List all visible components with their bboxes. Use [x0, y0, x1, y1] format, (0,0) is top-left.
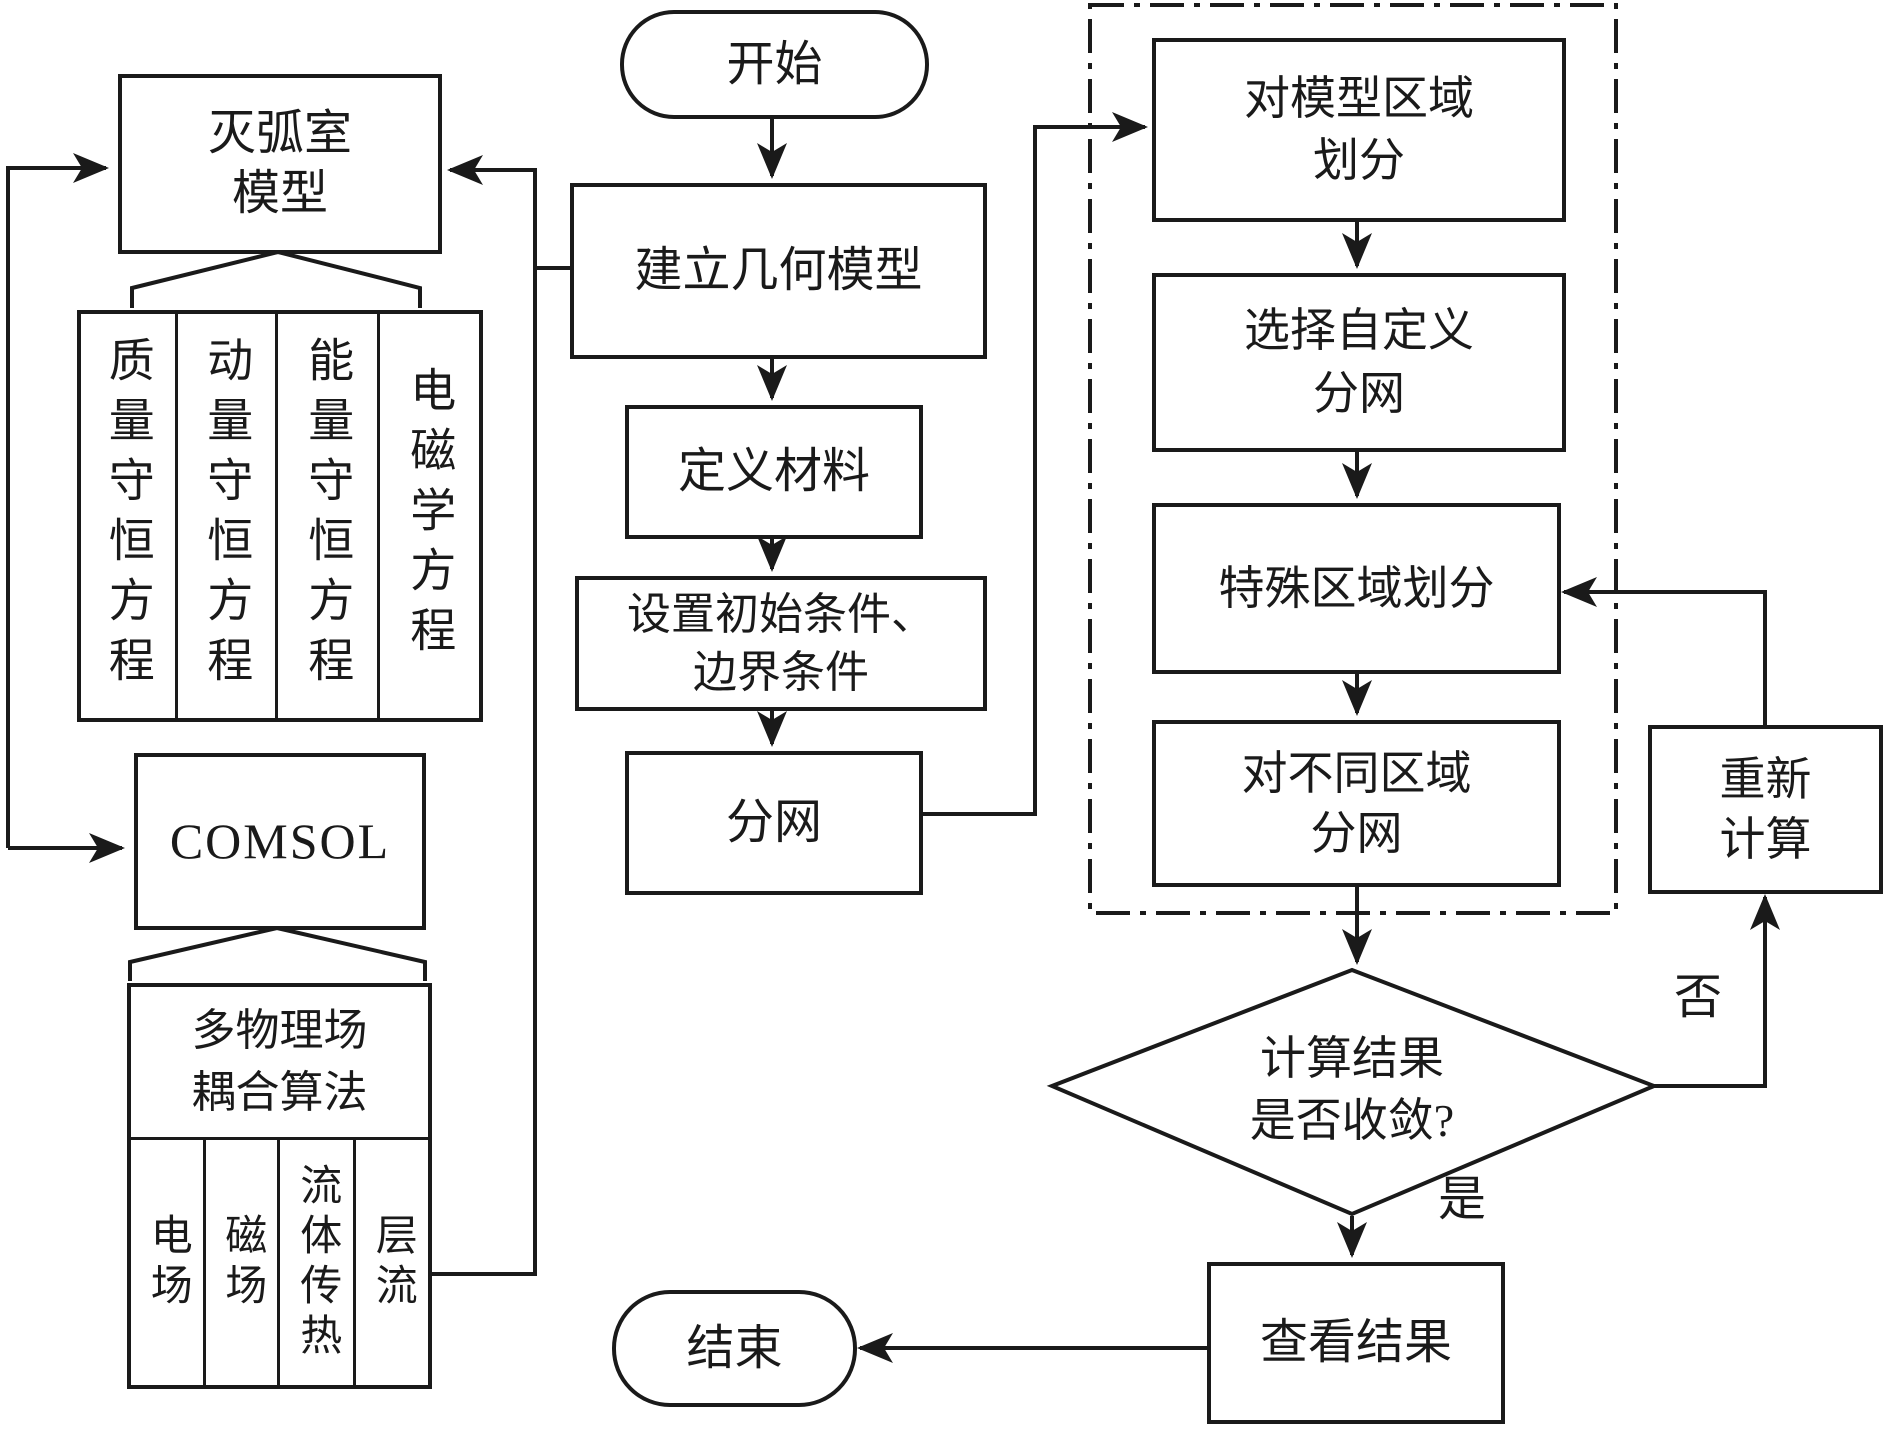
build-model-label: 建立几何模型: [634, 244, 923, 297]
view-results-label: 查看结果: [1259, 1316, 1452, 1369]
region-division-line1: 对模型区域: [1244, 72, 1474, 124]
multiphysics-line2: 耦合算法: [191, 1068, 368, 1117]
edge-left-to-arc-model: [6, 153, 109, 848]
equations-box: 质量守恒方程 动量守恒方程 能量守恒方程 电磁学方程: [77, 310, 483, 722]
branch-label-yes: 是: [1438, 1173, 1487, 1226]
custom-mesh-box: 选择自定义 分网: [1152, 273, 1566, 452]
start-label: 开始: [726, 37, 823, 91]
special-region-box: 特殊区域划分: [1152, 503, 1561, 674]
edge-no-to-recalculate: [1654, 894, 1780, 1088]
end-terminal: 结束: [612, 1290, 857, 1407]
decision-diamond-shape: [1046, 967, 1660, 1217]
field-column-laminar: 层流: [353, 1140, 428, 1385]
brace-comsol-right: [276, 926, 427, 981]
custom-mesh-line2: 分网: [1313, 367, 1405, 419]
mesh-stage-container: [1088, 3, 1618, 915]
define-materials-label: 定义材料: [677, 445, 870, 498]
different-region-mesh-line2: 分网: [1310, 807, 1403, 859]
convergence-line2: 是否收敛?: [1249, 1095, 1455, 1146]
multiphysics-line1: 多物理场: [191, 1006, 368, 1056]
view-results-box: 查看结果: [1207, 1262, 1505, 1424]
arc-chamber-model-line2: 模型: [231, 167, 328, 220]
build-model-box: 建立几何模型: [570, 183, 987, 359]
comsol-label: COMSOL: [169, 813, 391, 870]
edge-recalculate-to-special-region: [1561, 577, 1767, 725]
set-conditions-line1: 设置初始条件、: [627, 590, 935, 640]
define-materials-box: 定义材料: [625, 405, 923, 539]
recalculate-box: 重新 计算: [1648, 725, 1883, 894]
set-conditions-line2: 边界条件: [693, 647, 869, 697]
multiphysics-header: 多物理场 耦合算法: [131, 987, 428, 1140]
field-column-fluid-heat: 流体传热: [277, 1140, 353, 1385]
field-column-magnetic: 磁场: [203, 1140, 277, 1385]
region-division-box: 对模型区域 划分: [1152, 38, 1566, 222]
decision-diamond-label: 计算结果 是否收敛?: [1152, 1008, 1552, 1172]
equation-column-energy: 能量守恒方程: [275, 314, 377, 718]
field-column-electric: 电场: [144, 1212, 191, 1313]
different-region-mesh-box: 对不同区域 分网: [1152, 720, 1561, 887]
brace-comsol-left: [128, 926, 278, 981]
region-division-line2: 划分: [1313, 135, 1405, 186]
recalculate-line2: 计算: [1719, 813, 1812, 865]
set-conditions-box: 设置初始条件、 边界条件: [575, 576, 987, 711]
equation-column-mass: 质量守恒方程: [102, 336, 154, 696]
equation-column-electromagnetic: 电磁学方程: [377, 314, 479, 718]
different-region-mesh-line1: 对不同区域: [1241, 747, 1472, 799]
start-terminal: 开始: [620, 10, 929, 119]
edge-build-network-to-arc-model: [428, 155, 537, 1276]
end-label: 结束: [686, 1321, 783, 1375]
comsol-box: COMSOL: [134, 753, 426, 930]
brace-arc-model-left: [130, 250, 279, 308]
multiphysics-box: 多物理场 耦合算法 电场 磁场 流体传热 层流: [127, 983, 432, 1389]
branch-label-no: 否: [1674, 971, 1723, 1024]
arc-chamber-model-line1: 灭弧室: [207, 107, 352, 160]
mesh-box: 分网: [625, 751, 923, 895]
custom-mesh-line1: 选择自定义: [1244, 305, 1474, 357]
equation-column-momentum: 动量守恒方程: [175, 314, 275, 718]
special-region-label: 特殊区域划分: [1218, 562, 1495, 614]
mesh-label: 分网: [725, 796, 822, 849]
brace-arc-model-right: [277, 250, 422, 308]
recalculate-line1: 重新: [1719, 753, 1812, 805]
convergence-line1: 计算结果: [1260, 1032, 1444, 1084]
arc-chamber-model-box: 灭弧室 模型: [118, 74, 442, 254]
